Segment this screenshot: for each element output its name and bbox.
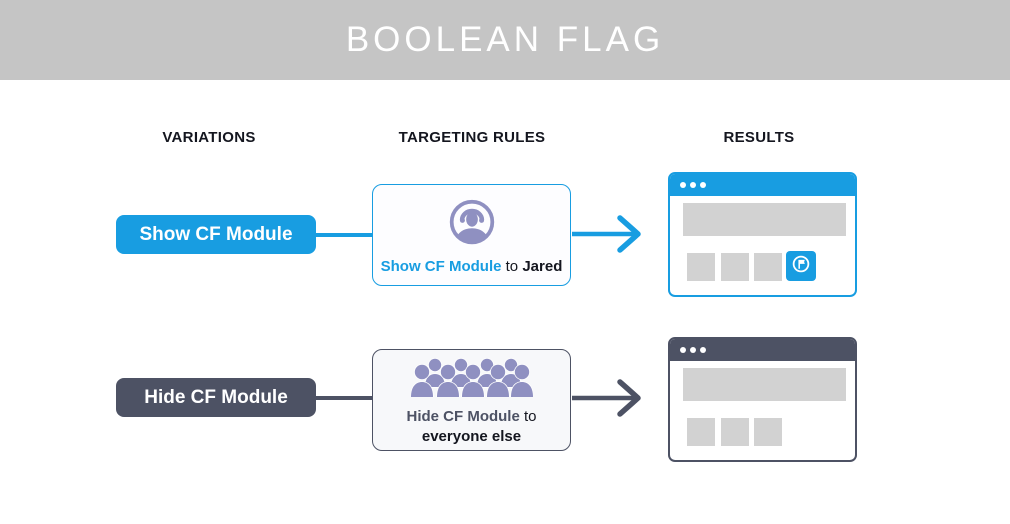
- rule-connector-show: to: [505, 257, 519, 275]
- targeting-rule-box-show[interactable]: Show CF Module to Jared: [372, 184, 571, 286]
- header-band: BOOLEAN FLAG: [0, 0, 1010, 80]
- content-placeholder-tile: [687, 418, 715, 446]
- targeting-rule-text-hide: Hide CF Module to everyone else: [406, 407, 536, 448]
- window-titlebar: [670, 174, 855, 196]
- connector-line-hide: [316, 396, 372, 400]
- rule-target-hide: everyone else: [421, 428, 522, 445]
- content-placeholder-hero: [683, 203, 846, 236]
- window-dot-icon: [680, 347, 686, 353]
- column-header-variations: VARIATIONS: [162, 129, 256, 146]
- window-dot-icon: [690, 347, 696, 353]
- content-placeholder-tile: [687, 253, 715, 281]
- flag-name-hide: Hide CF Module: [406, 407, 520, 425]
- window-dot-icon: [700, 182, 706, 188]
- content-placeholder-tile: [754, 253, 782, 281]
- result-window-show: [668, 172, 857, 297]
- rule-connector-hide: to: [523, 407, 537, 425]
- window-dot-icon: [690, 182, 696, 188]
- result-window-hide: [668, 337, 857, 462]
- variation-button-hide[interactable]: Hide CF Module: [116, 378, 316, 417]
- targeting-rule-box-hide[interactable]: Hide CF Module to everyone else: [372, 349, 571, 451]
- cf-module-tile[interactable]: [786, 251, 816, 281]
- targeting-rule-text-show: Show CF Module to Jared: [381, 257, 563, 277]
- column-header-targeting-rules: TARGETING RULES: [398, 129, 546, 146]
- crowd-icon: [409, 357, 534, 402]
- arrow-show: [572, 215, 641, 253]
- window-dot-icon: [680, 182, 686, 188]
- window-titlebar: [670, 339, 855, 361]
- window-dot-icon: [700, 347, 706, 353]
- content-placeholder-tile: [721, 418, 749, 446]
- flag-name-show: Show CF Module: [380, 257, 502, 275]
- variation-button-show[interactable]: Show CF Module: [116, 215, 316, 254]
- arrow-hide: [572, 379, 641, 417]
- flag-circle-icon: [789, 252, 813, 281]
- content-placeholder-tile: [754, 418, 782, 446]
- page-title: BOOLEAN FLAG: [345, 20, 665, 59]
- connector-line-show: [316, 233, 372, 237]
- content-placeholder-hero: [683, 368, 846, 401]
- user-circle-icon: [447, 197, 497, 252]
- rule-target-show: Jared: [522, 257, 563, 275]
- content-placeholder-tile: [721, 253, 749, 281]
- column-header-results: RESULTS: [723, 129, 795, 146]
